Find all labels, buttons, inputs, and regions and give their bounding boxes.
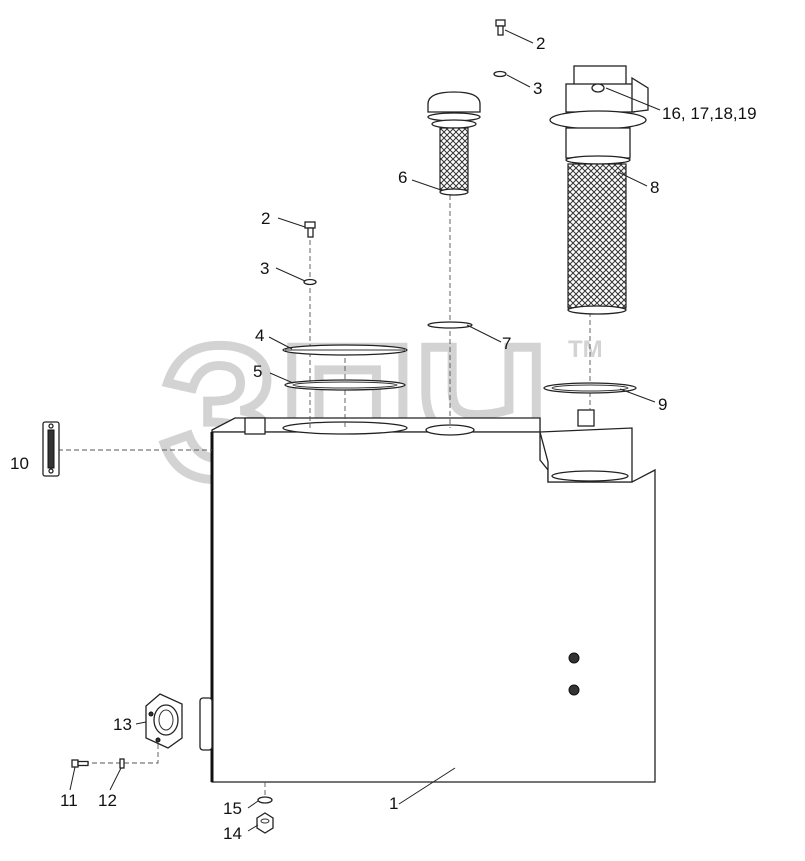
callout-12: 12 [98,791,117,810]
bolt-2-top [495,19,506,36]
callout-7: 7 [502,334,511,353]
callout-11: 11 [60,791,78,810]
return-filter-8 [549,65,649,315]
bolt-2-mid [304,221,316,238]
callout-5: 5 [253,362,262,381]
watermark-tm: TM [568,336,603,363]
bolt-11 [71,759,89,768]
washer-3-top [493,70,507,78]
sight-gauge-10 [42,421,60,477]
washer-12 [119,758,125,769]
callout-3-mid: 3 [260,259,269,278]
leader-lines [69,29,661,832]
assembly-axes [58,195,591,805]
callout-8: 8 [650,178,659,197]
callout-6: 6 [398,168,407,187]
callout-16-19: 16, 17,18,19 [662,104,757,123]
gasket-9 [543,382,637,394]
callout-14: 14 [223,824,242,843]
callout-3-top: 3 [533,79,542,98]
callout-10: 10 [10,454,29,473]
callout-1: 1 [389,794,398,813]
callout-15: 15 [223,799,242,818]
flange-13 [145,693,183,749]
washer-3-mid [303,278,317,286]
callout-13: 13 [113,715,132,734]
gasket-7 [427,321,473,329]
breather-filter-6 [427,91,481,196]
cover-plate-4 [282,344,408,356]
callout-9: 9 [658,395,667,414]
callouts: 1 2 2 3 3 4 5 6 7 8 9 10 11 12 13 14 15 … [10,34,757,843]
hydraulic-tank [199,409,656,783]
seal-ring-15 [257,796,273,804]
callout-2-mid: 2 [261,209,270,228]
callout-2-top: 2 [536,34,545,53]
callout-4: 4 [255,326,264,345]
gasket-5 [284,379,406,391]
drain-plug-14 [256,812,274,834]
